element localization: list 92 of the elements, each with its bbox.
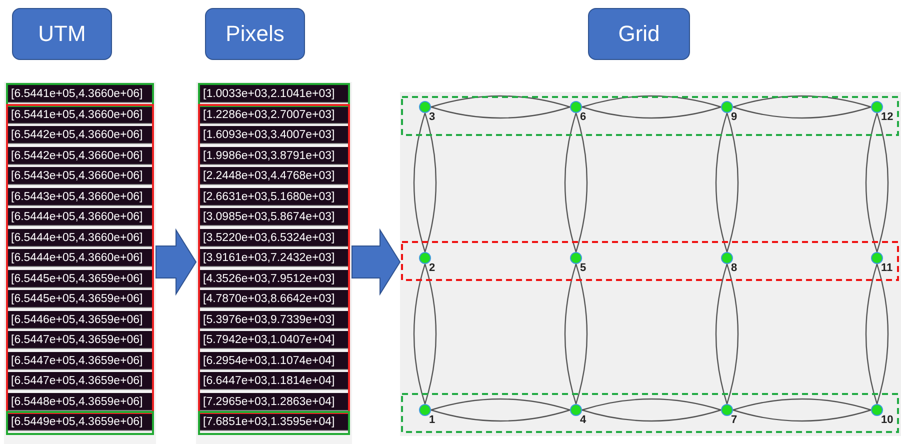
coordinate-entry: [3.5220e+03,6.5324e+03]	[200, 228, 348, 246]
grid-panel	[400, 92, 901, 436]
coordinate-entry: [7.6851e+03,1.3595e+04]	[200, 413, 348, 431]
grid-point	[871, 252, 883, 264]
point-number: 7	[731, 414, 738, 426]
point-number: 8	[731, 262, 738, 274]
connector-curve	[424, 112, 437, 252]
connector-curve	[582, 409, 722, 422]
connector-curve	[582, 398, 722, 411]
coordinate-entry: [6.5443e+05,4.3660e+06]	[8, 167, 152, 185]
coordinate-entry: [6.5445e+05,4.3659e+06]	[8, 270, 152, 288]
header-box: UTM	[12, 8, 112, 60]
connector-curve	[575, 112, 588, 252]
connector-curve	[726, 264, 739, 404]
connector-curve	[732, 398, 872, 411]
coordinate-entry: [6.2954e+03,1.1074e+04]	[200, 352, 348, 370]
coordinate-entry: [6.5442e+05,4.3660e+06]	[8, 126, 152, 144]
coordinate-entry: [1.0033e+03,2.1041e+03]	[200, 85, 348, 103]
grid-point	[570, 101, 582, 113]
coordinate-entry: [6.5443e+05,4.3660e+06]	[8, 188, 152, 206]
coordinate-entry: [6.5449e+05,4.3659e+06]	[8, 413, 152, 431]
point-number: 3	[429, 111, 436, 123]
connector-curve	[876, 264, 889, 404]
grid-point	[419, 101, 431, 113]
coordinate-entry: [6.6447e+03,1.1814e+04]	[200, 372, 348, 390]
coordinate-entry: [6.5442e+05,4.3660e+06]	[8, 146, 152, 164]
coordinate-entry: [2.6631e+03,5.1680e+03]	[200, 188, 348, 206]
grid-point	[871, 101, 883, 113]
connector-curve	[865, 264, 878, 404]
point-number: 1	[429, 414, 436, 426]
point-number: 10	[881, 414, 894, 426]
connector-curve	[732, 106, 872, 119]
block-arrow	[352, 228, 401, 296]
coordinate-list	[196, 82, 352, 444]
coordinate-entry: [6.5444e+05,4.3660e+06]	[8, 228, 152, 246]
connector-curve	[715, 264, 728, 404]
connector-curve	[430, 95, 570, 108]
point-number: 6	[580, 111, 586, 123]
coordinate-entry: [5.7942e+03,1.0407e+04]	[200, 331, 348, 349]
grid-point	[570, 252, 582, 264]
coordinate-entry: [1.9986e+03,3.8791e+03]	[200, 146, 348, 164]
grid-point	[419, 252, 431, 264]
coordinate-entry: [6.5444e+05,4.3660e+06]	[8, 249, 152, 267]
connector-curve	[413, 264, 426, 404]
connector-curve	[726, 112, 739, 252]
coordinate-entry: [2.2448e+03,4.4768e+03]	[200, 167, 348, 185]
point-number: 4	[580, 414, 586, 426]
connector-curve	[564, 112, 577, 252]
connector-curve	[430, 409, 570, 422]
connector-curve	[732, 409, 872, 422]
point-number: 2	[429, 262, 436, 274]
connector-curve	[430, 398, 570, 411]
header-box: Grid	[588, 8, 690, 60]
coordinate-entry: [6.5444e+05,4.3660e+06]	[8, 208, 152, 226]
grid-point	[721, 252, 733, 264]
connector-curve	[865, 112, 878, 252]
coordinate-entry: [7.2965e+03,1.2863e+04]	[200, 392, 348, 410]
connector-curve	[715, 112, 728, 252]
coordinate-entry: [6.5448e+05,4.3659e+06]	[8, 392, 152, 410]
grid-point	[721, 101, 733, 113]
point-number: 9	[731, 111, 738, 123]
coordinate-entry: [3.0985e+03,5.8674e+03]	[200, 208, 348, 226]
coordinate-entry: [1.6093e+03,3.4007e+03]	[200, 126, 348, 144]
coordinate-entry: [6.5447e+05,4.3659e+06]	[8, 331, 152, 349]
coordinate-entry: [4.7870e+03,8.6642e+03]	[200, 290, 348, 308]
block-arrow	[156, 228, 197, 296]
grid-point	[721, 404, 733, 416]
grid-point	[871, 404, 883, 416]
connector-curve	[564, 264, 577, 404]
grid-point	[570, 404, 582, 416]
connector-curve	[732, 95, 872, 108]
connector-curve	[430, 106, 570, 119]
grid-point	[419, 404, 431, 416]
coordinate-entry: [3.9161e+03,7.2432e+03]	[200, 249, 348, 267]
coordinate-list	[4, 82, 156, 444]
point-number: 5	[580, 262, 586, 274]
connector-curve	[876, 112, 889, 252]
coordinate-entry: [6.5447e+05,4.3659e+06]	[8, 372, 152, 390]
connector-curve	[582, 106, 722, 119]
coordinate-entry: [6.5447e+05,4.3659e+06]	[8, 352, 152, 370]
connector-curve	[424, 264, 437, 404]
connector-curve	[413, 112, 426, 252]
coordinate-entry: [6.5446e+05,4.3659e+06]	[8, 310, 152, 328]
connector-curve	[575, 264, 588, 404]
coordinate-entry: [4.3526e+03,7.9512e+03]	[200, 270, 348, 288]
connector-curve	[582, 95, 722, 108]
header-box: Pixels	[205, 8, 305, 60]
coordinate-entry: [6.5445e+05,4.3659e+06]	[8, 290, 152, 308]
coordinate-entry: [5.3976e+03,9.7339e+03]	[200, 310, 348, 328]
coordinate-entry: [6.5441e+05,4.3660e+06]	[8, 85, 152, 103]
point-number: 12	[881, 111, 894, 123]
point-number: 11	[881, 262, 893, 274]
